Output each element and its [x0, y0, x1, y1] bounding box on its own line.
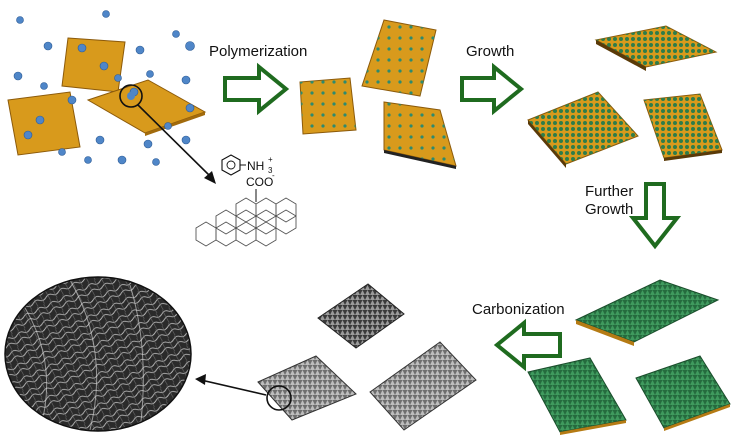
carboxylate-charge: -	[272, 171, 275, 180]
seeded-sheets-group	[299, 19, 457, 169]
nanowire-sheet	[527, 357, 627, 433]
zoom-callout	[119, 84, 216, 184]
carbonization-label: Carbonization	[472, 301, 565, 318]
nanowire-sheets-group	[527, 279, 731, 435]
go-sheet	[61, 37, 126, 93]
right-arrow-icon	[223, 62, 290, 116]
carbonized-sheet	[257, 355, 357, 421]
carbonized-sheet	[369, 341, 477, 431]
down-arrow-icon	[628, 182, 682, 250]
chemical-structure: NH 3 + COO -	[195, 154, 297, 247]
go-sheet-edge	[145, 112, 205, 136]
nanowire-sheet	[635, 355, 731, 429]
polymerization-label: Polymerization	[209, 43, 307, 60]
further-growth-label: Growth	[585, 201, 633, 218]
carbonized-sheets-group	[257, 283, 477, 431]
go-sheet	[7, 91, 81, 156]
grown-sheets-group	[527, 25, 723, 168]
right-arrow-icon	[460, 62, 525, 116]
carboxylate-label: COO	[246, 175, 273, 189]
ammonium-label: NH	[247, 159, 264, 173]
sem-callout	[195, 374, 292, 411]
benzene-ring-icon	[221, 154, 241, 176]
ammonium-subscript: 3	[268, 166, 273, 175]
ammonium-charge: +	[268, 155, 273, 164]
sem-micrograph	[4, 276, 192, 432]
go-sheets-group	[7, 37, 207, 156]
growth-label: Growth	[466, 43, 514, 60]
nanowire-sheet	[574, 279, 720, 343]
left-arrow-icon	[493, 318, 562, 372]
graphene-lattice-icon	[195, 197, 297, 247]
carbonized-sheet	[317, 283, 405, 349]
aniline-monomers	[13, 10, 195, 166]
further-label: Further	[585, 183, 633, 200]
